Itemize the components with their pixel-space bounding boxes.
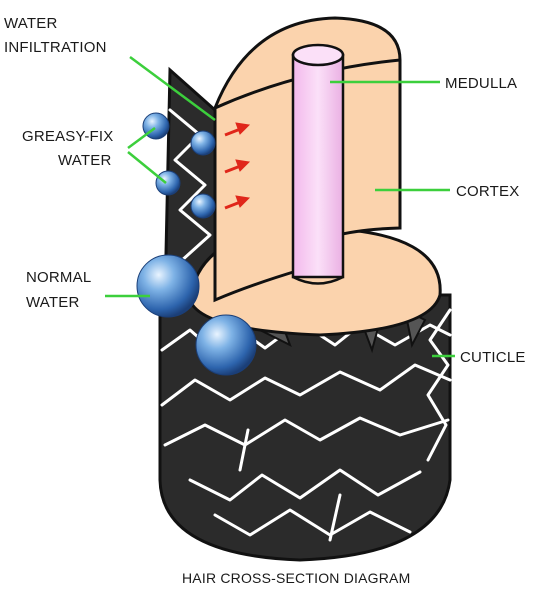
label-greasy-fix-line1: GREASY-FIX — [22, 128, 113, 145]
red-arrow-icon — [224, 159, 251, 174]
normal-droplet-icon — [195, 314, 257, 376]
leader-greasy-fix-2 — [127, 151, 167, 184]
leader-greasy-fix-1 — [127, 126, 156, 150]
diagram-caption: HAIR CROSS-SECTION DIAGRAM — [182, 570, 410, 586]
normal-droplet-icon — [136, 254, 200, 318]
red-arrow-icon — [224, 122, 251, 137]
label-medulla: MEDULLA — [445, 75, 517, 92]
greasy-fix-droplet-icon — [190, 193, 216, 219]
label-normal-water-line2: WATER — [26, 294, 80, 311]
greasy-fix-droplet-icon — [155, 170, 181, 196]
label-water-infiltration-line1: WATER — [4, 15, 58, 32]
label-normal-water-line1: NORMAL — [26, 269, 91, 286]
label-water-infiltration-line2: INFILTRATION — [4, 39, 107, 56]
leader-water-infiltration — [129, 55, 216, 122]
red-arrow-icon — [224, 195, 251, 210]
label-greasy-fix-line2: WATER — [58, 152, 112, 169]
leader-lines — [105, 55, 455, 358]
labels: WATER INFILTRATION GREASY-FIX WATER NORM… — [4, 15, 526, 586]
water-droplets — [136, 112, 257, 376]
medulla-rod — [291, 43, 345, 285]
infiltration-arrows — [224, 122, 251, 210]
label-cuticle: CUTICLE — [460, 349, 526, 366]
greasy-fix-droplet-icon — [190, 130, 216, 156]
label-cortex: CORTEX — [456, 183, 519, 200]
